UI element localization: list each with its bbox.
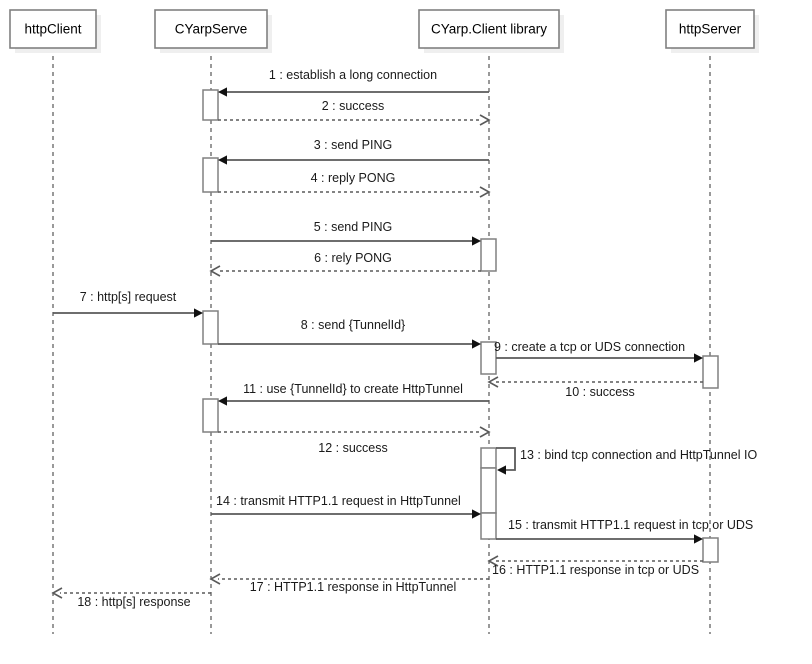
actor-header-httpServer[interactable]: httpServer	[665, 9, 759, 53]
message-label: 18 : http[s] response	[77, 595, 190, 609]
activation-bar-httpServer	[702, 355, 719, 389]
message-17[interactable]: 17 : HTTP1.1 response in HttpTunnel	[209, 573, 489, 594]
message-label: 7 : http[s] request	[80, 290, 177, 304]
message-label: 14 : transmit HTTP1.1 request in HttpTun…	[216, 494, 461, 508]
message-label: 16 : HTTP1.1 response in tcp or UDS	[492, 563, 699, 577]
activation-bar-cyarpServe	[202, 89, 219, 121]
activation-bar-cyarpClient	[480, 447, 497, 469]
activation-bar-cyarpServe	[202, 398, 219, 433]
message-label: 8 : send {TunnelId}	[301, 318, 405, 332]
actor-header-httpClient[interactable]: httpClient	[9, 9, 101, 53]
actor-header-cyarpServe[interactable]: CYarpServe	[154, 9, 272, 53]
message-label: 9 : create a tcp or UDS connection	[494, 340, 685, 354]
message-11[interactable]: 11 : use {TunnelId} to create HttpTunnel	[218, 382, 489, 406]
message-14[interactable]: 14 : transmit HTTP1.1 request in HttpTun…	[211, 494, 481, 519]
messages-layer: 1 : establish a long connection 2 : succe…	[51, 68, 757, 609]
message-7[interactable]: 7 : http[s] request	[53, 290, 203, 318]
actor-box	[154, 9, 268, 49]
message-13[interactable]: 13 : bind tcp connection and HttpTunnel …	[496, 447, 757, 475]
actor-headers-layer: httpClient CYarpServe CYarp.Client library…	[9, 9, 759, 53]
message-label: 13 : bind tcp connection and HttpTunnel …	[520, 448, 757, 462]
actor-label: httpClient	[24, 22, 81, 37]
activation-bar-cyarpClient	[480, 238, 497, 272]
message-12[interactable]: 12 : success	[218, 426, 491, 455]
message-15[interactable]: 15 : transmit HTTP1.1 request in tcp or …	[496, 518, 753, 544]
message-label: 17 : HTTP1.1 response in HttpTunnel	[250, 580, 457, 594]
actor-box	[665, 9, 755, 49]
actor-header-cyarpClient[interactable]: CYarp.Client library	[418, 9, 564, 53]
message-label: 3 : send PING	[314, 138, 393, 152]
activation-bar-cyarpClient	[480, 512, 497, 540]
activation-bars-layer	[202, 89, 719, 563]
message-label: 11 : use {TunnelId} to create HttpTunnel	[243, 382, 463, 396]
message-label: 10 : success	[565, 385, 634, 399]
actor-box	[418, 9, 560, 49]
activation-bar-cyarpClient	[480, 467, 497, 514]
message-2[interactable]: 2 : success	[218, 99, 491, 126]
message-16[interactable]: 16 : HTTP1.1 response in tcp or UDS	[487, 555, 703, 577]
message-label: 6 : rely PONG	[314, 251, 392, 265]
actor-label: httpServer	[679, 22, 742, 37]
message-1[interactable]: 1 : establish a long connection	[218, 68, 489, 97]
message-9[interactable]: 9 : create a tcp or UDS connection	[494, 340, 703, 363]
activation-bar-httpServer	[702, 537, 719, 563]
actor-box	[9, 9, 97, 49]
message-label: 1 : establish a long connection	[269, 68, 437, 82]
message-8[interactable]: 8 : send {TunnelId}	[218, 318, 481, 349]
message-label: 2 : success	[322, 99, 385, 113]
actor-label: CYarp.Client library	[431, 22, 547, 37]
message-label: 5 : send PING	[314, 220, 393, 234]
activation-bar-cyarpServe	[202, 157, 219, 193]
message-label: 12 : success	[318, 441, 387, 455]
message-18[interactable]: 18 : http[s] response	[51, 587, 211, 609]
message-4[interactable]: 4 : reply PONG	[218, 171, 491, 198]
activation-bar-cyarpServe	[202, 310, 219, 345]
message-5[interactable]: 5 : send PING	[211, 220, 481, 246]
message-3[interactable]: 3 : send PING	[218, 138, 489, 165]
message-label: 4 : reply PONG	[311, 171, 396, 185]
actor-label: CYarpServe	[175, 22, 248, 37]
message-6[interactable]: 6 : rely PONG	[209, 251, 481, 277]
message-label: 15 : transmit HTTP1.1 request in tcp or …	[508, 518, 753, 532]
message-10[interactable]: 10 : success	[487, 376, 703, 399]
